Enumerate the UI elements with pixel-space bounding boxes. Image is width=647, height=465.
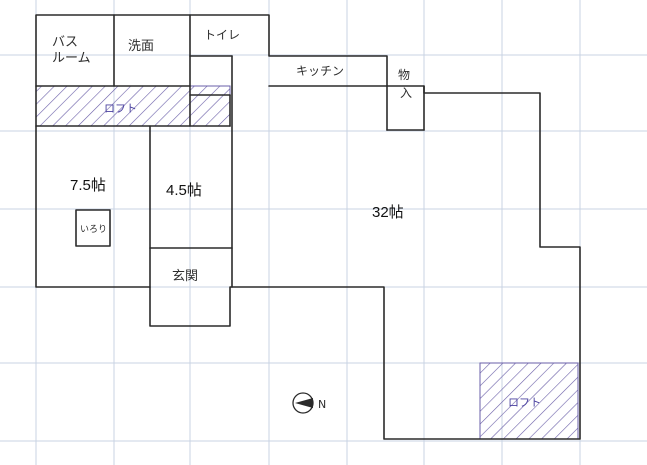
bath-label-line2: ルーム [52,51,91,66]
compass: N [292,392,326,414]
bath-label-line1: バス [52,35,78,50]
compass-north-label: N [318,398,326,411]
storage-label-line1: 物 [398,68,410,82]
kitchen-label: キッチン [296,64,344,78]
toilet-label: トイレ [204,28,240,42]
loft-upper-label: ロフト [104,102,137,115]
storage-label-line2: 入 [400,86,412,100]
washroom-label: 洗面 [128,39,154,54]
loft-lower-label: ロフト [508,396,541,409]
compass-needle-icon [295,398,313,408]
walls [35,14,581,440]
room-32-label: 32帖 [372,204,404,221]
loft-lower-area [479,362,579,440]
room-7-5-label: 7.5帖 [70,177,106,194]
irori-label: いろり [80,224,107,235]
room-4-5-label: 4.5帖 [166,182,202,199]
entrance-label: 玄関 [172,269,198,284]
